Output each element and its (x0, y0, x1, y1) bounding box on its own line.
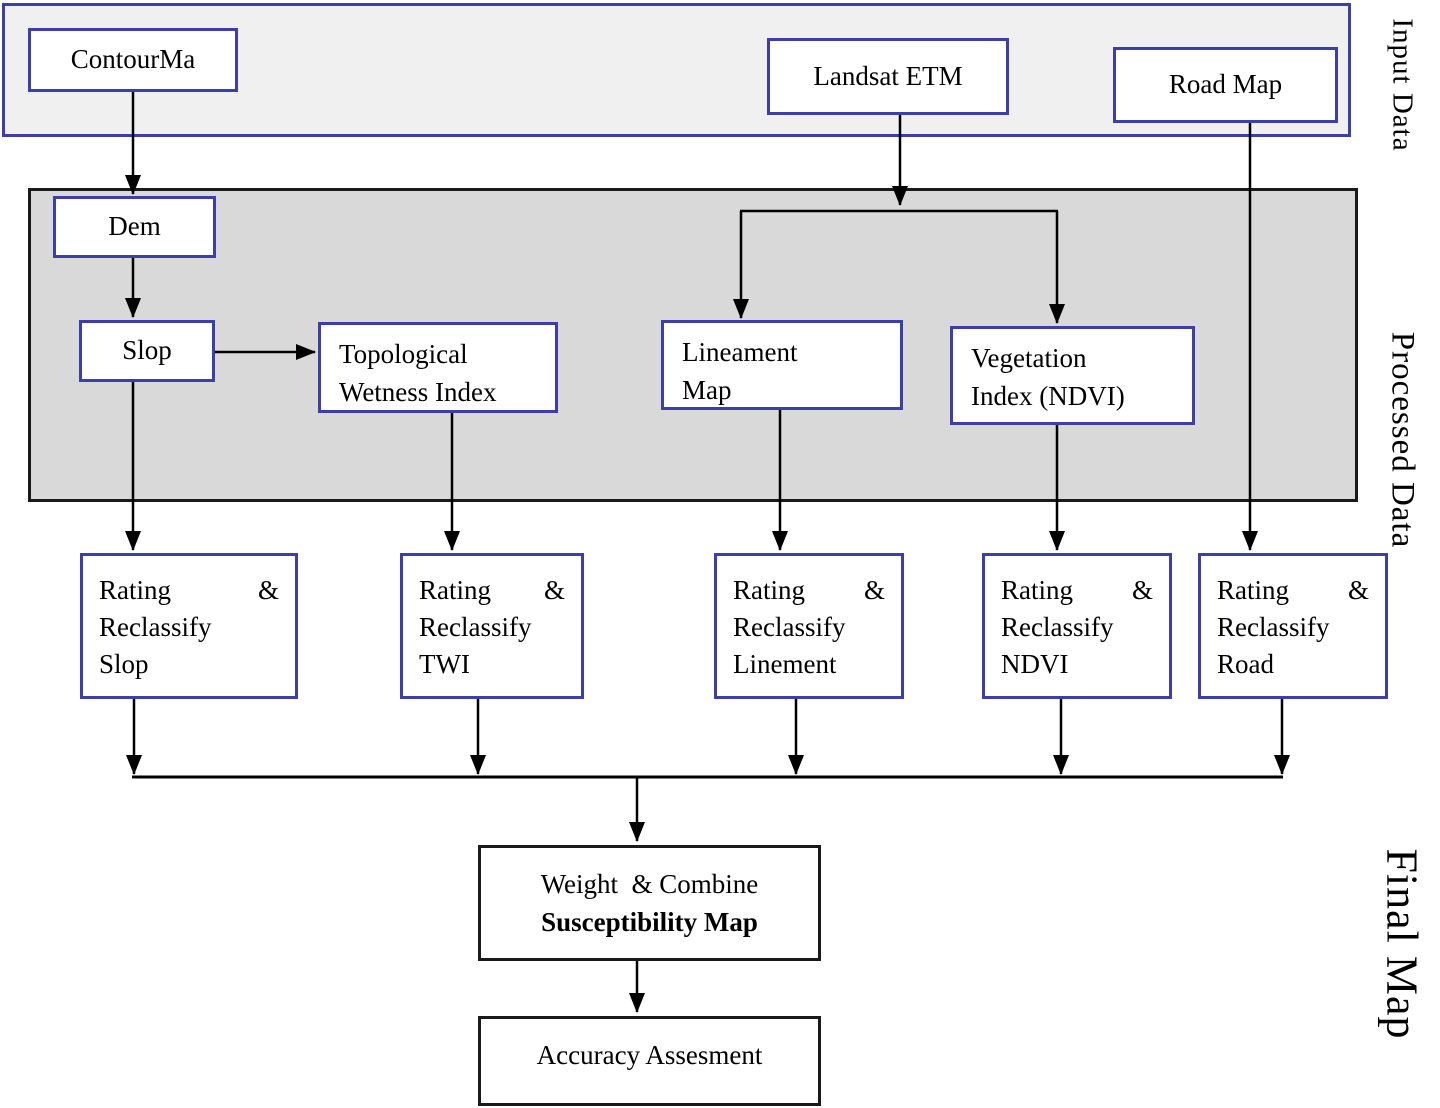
rate-road-word-rating: Rating (1217, 575, 1289, 605)
rate-twi-ampersand: & (543, 575, 565, 605)
node-landsat-etm-label: Landsat ETM (813, 60, 963, 91)
rate-road-ampersand: & (1347, 575, 1369, 605)
node-contourma-label: ContourMa (70, 44, 196, 75)
node-vegetation-line2: Index (NDVI) (971, 381, 1125, 411)
node-rating-reclassify-slop: Rating & Reclassify Slop (80, 553, 298, 699)
accuracy-assesment-label: Accuracy Assesment (536, 1040, 763, 1070)
rate-slop-line1: Rating & (99, 572, 279, 609)
rate-twi-word-rating: Rating (419, 575, 491, 605)
rate-slop-line2: Reclassify (99, 612, 212, 642)
rate-ndvi-word-rating: Rating (1001, 575, 1073, 605)
rate-slop-ampersand: & (257, 575, 279, 605)
rate-slop-line3: Slop (99, 649, 149, 679)
weight-combine-line2: Susceptibility Map (541, 907, 758, 937)
rate-ndvi-ampersand: & (1131, 575, 1153, 605)
side-label-final-map: Final Map (1377, 848, 1427, 1040)
node-rating-reclassify-ndvi: Rating & Reclassify NDVI (982, 553, 1172, 699)
rate-twi-line3: TWI (419, 649, 470, 679)
node-accuracy-assesment: Accuracy Assesment (478, 1016, 821, 1106)
weight-combine-line1: Weight & Combine (540, 869, 759, 899)
rate-road-line2: Reclassify (1217, 612, 1330, 642)
rate-linement-word-rating: Rating (733, 575, 805, 605)
node-twi-line1: Topological (339, 339, 468, 369)
rate-linement-line2: Reclassify (733, 612, 846, 642)
node-contourma: ContourMa (28, 28, 238, 92)
rate-road-line1: Rating & (1217, 572, 1369, 609)
rate-linement-line3: Linement (733, 649, 837, 679)
node-rating-reclassify-road: Rating & Reclassify Road (1198, 553, 1388, 699)
side-label-processed-data: Processed Data (1384, 331, 1421, 549)
side-label-input-data: Input Data (1386, 18, 1419, 152)
node-slop-label: Slop (122, 335, 172, 366)
node-topological-wetness-index: Topological Wetness Index (318, 322, 558, 413)
node-rating-reclassify-twi: Rating & Reclassify TWI (400, 553, 584, 699)
node-lineament-map: Lineament Map (661, 320, 903, 410)
rate-ndvi-line3: NDVI (1001, 649, 1069, 679)
node-road-map: Road Map (1113, 47, 1338, 123)
node-road-map-label: Road Map (1168, 69, 1283, 100)
node-lineament-line2: Map (682, 375, 732, 405)
node-dem: Dem (53, 196, 216, 258)
rate-ndvi-line2: Reclassify (1001, 612, 1114, 642)
rate-slop-word-rating: Rating (99, 575, 171, 605)
node-slop: Slop (79, 320, 215, 382)
rate-twi-line2: Reclassify (419, 612, 532, 642)
rate-linement-ampersand: & (863, 575, 885, 605)
rate-road-line3: Road (1217, 649, 1274, 679)
node-vegetation-index-ndvi: Vegetation Index (NDVI) (950, 326, 1195, 425)
node-rating-reclassify-linement: Rating & Reclassify Linement (714, 553, 904, 699)
node-twi-line2: Wetness Index (339, 377, 497, 407)
rate-twi-line1: Rating & (419, 572, 565, 609)
rate-linement-line1: Rating & (733, 572, 885, 609)
node-landsat-etm: Landsat ETM (767, 38, 1009, 115)
node-dem-label: Dem (108, 211, 161, 242)
node-weight-combine-susceptibility-map: Weight & Combine Susceptibility Map (478, 845, 821, 961)
node-vegetation-line1: Vegetation (971, 343, 1087, 373)
node-lineament-line1: Lineament (682, 337, 798, 367)
rate-ndvi-line1: Rating & (1001, 572, 1153, 609)
